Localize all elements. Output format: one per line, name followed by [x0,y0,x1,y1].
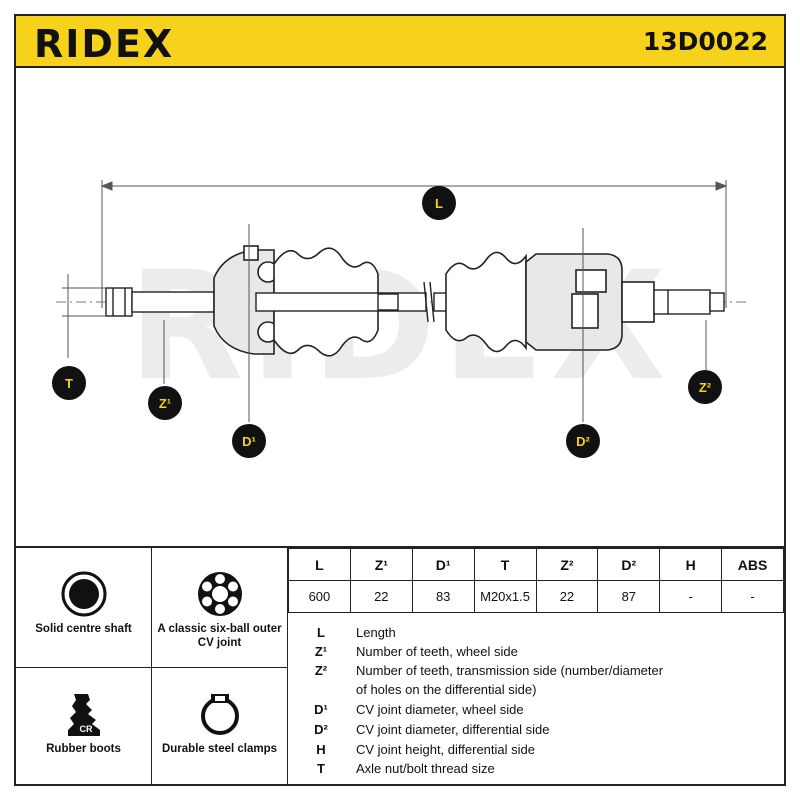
spec-header: D² [597,548,661,581]
legend-symbol: H [316,742,326,757]
spec-header: ABS [721,548,784,581]
legend-desc: Axle nut/bolt thread size [356,761,495,776]
spec-header: L [288,548,351,581]
drive-shaft-drawing: RIDEX [56,180,746,422]
legend-desc: of holes on the differential side) [356,682,537,697]
spec-value: 83 [411,580,475,613]
length-dimension [100,180,728,308]
part-number: 13D0022 [642,27,768,56]
spec-header: D¹ [411,548,475,581]
wheel-side-stub [105,287,215,317]
spec-value-row: 600 22 83 M20x1.5 22 87 - - [288,580,784,613]
marker-z2: Z² [688,370,722,404]
bottom-panel: Solid centre shaft A classic six-ball ou… [16,546,784,786]
spec-header-row: L Z¹ D¹ T Z² D² H ABS [288,548,784,581]
legend-desc: CV joint diameter, wheel side [356,702,524,717]
inner-boot [445,251,527,353]
spec-value: 22 [349,580,413,613]
legend-desc: CV joint diameter, differential side [356,722,550,737]
spec-value: 22 [535,580,599,613]
spec-legend: L Length Z¹ Number of teeth, wheel side … [288,614,784,786]
six-ball-joint-icon [197,572,242,616]
feature-six-ball-joint: A classic six-ball outer CV joint [152,548,288,668]
feature-solid-shaft: Solid centre shaft [16,548,152,668]
product-sheet: RIDEX 13D0022 RIDEX [14,14,786,786]
steel-clamp-icon [200,694,239,735]
header-bar: RIDEX 13D0022 [16,16,784,68]
spec-header: Z¹ [349,548,413,581]
legend-symbol: Z² [314,663,328,678]
spec-value: - [659,580,723,613]
leader-lines [62,224,707,422]
spec-value: 87 [597,580,661,613]
marker-d2: D² [566,424,600,458]
brand-logo: RIDEX [34,22,175,66]
boot-badge: CR [79,724,92,734]
marker-length: L [422,186,456,220]
spec-value: - [721,580,784,613]
legend-symbol: D² [314,722,328,737]
spec-table: L Z¹ D¹ T Z² D² H ABS 600 22 83 M20x1.5 … [288,548,784,613]
marker-z1: Z¹ [148,386,182,420]
spec-header: Z² [535,548,599,581]
feature-label: Durable steel clamps [161,743,278,755]
legend-desc: Number of teeth, wheel side [356,644,518,659]
spec-value: 600 [288,580,351,613]
feature-steel-clamps: Durable steel clamps [152,668,288,786]
legend-symbol: L [317,625,325,640]
spec-header: H [659,548,723,581]
inner-cv-joint [525,253,655,351]
marker-d1: D¹ [232,424,266,458]
legend-symbol: T [317,761,325,776]
spec-value: M20x1.5 [473,580,537,613]
rubber-boot-icon: CR [67,694,100,736]
legend-desc: Number of teeth, transmission side (numb… [356,663,664,678]
feature-rubber-boots: CR Rubber boots [16,668,152,786]
feature-label: Rubber boots [46,743,121,755]
drive-shaft-diagram: RIDEX [16,68,784,546]
legend-symbol: Z¹ [314,644,328,659]
legend-desc: Length [356,625,396,640]
feature-label: A classic six-ball outer CV joint [157,623,282,649]
legend-symbol: D¹ [314,702,328,717]
outer-cv-joint [213,245,279,355]
solid-shaft-icon [61,571,106,617]
feature-label: Solid centre shaft [35,623,132,635]
marker-thread: T [52,366,86,400]
spec-header: T [473,548,537,581]
legend-desc: CV joint height, differential side [356,742,535,757]
transmission-side-stub [653,289,725,315]
